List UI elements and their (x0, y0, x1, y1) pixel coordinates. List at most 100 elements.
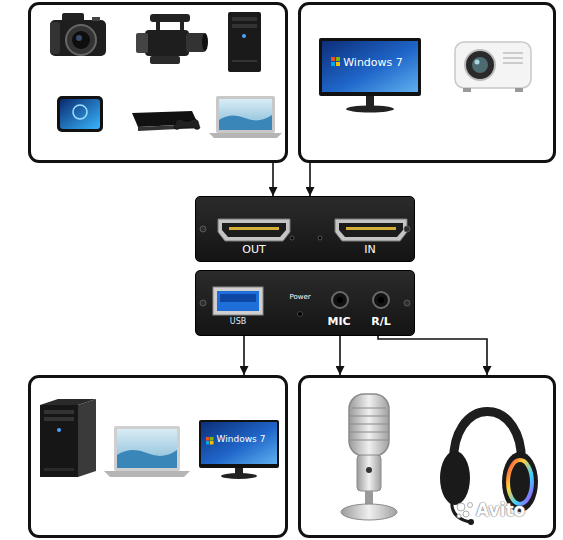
usb-port-part (220, 294, 256, 302)
laptop-part (117, 429, 177, 468)
monitor (199, 420, 279, 479)
dslr-camera-part (50, 22, 60, 54)
signal-arrow (243, 336, 245, 375)
smartphone-part (60, 99, 100, 129)
projector-part (455, 42, 531, 88)
game-console-part (174, 119, 200, 130)
port-label: R/L (371, 316, 391, 328)
headset-part (440, 451, 470, 505)
pc-tower (228, 12, 261, 72)
port-label: MIC (327, 316, 350, 328)
port-label: USB (230, 318, 246, 327)
microphone-part (350, 416, 388, 417)
power-led-part (298, 312, 303, 317)
smartphone-part (57, 96, 103, 132)
source-panel (28, 2, 288, 163)
pc-tower-part (78, 399, 96, 477)
monitor-part (201, 422, 277, 464)
usb-port-part (213, 287, 263, 315)
pc-tower-part (44, 468, 74, 471)
laptop-part (216, 96, 275, 133)
hdmi-port-part (229, 227, 279, 230)
projector-part (472, 57, 488, 73)
dslr-camera-part (66, 25, 96, 55)
projector-part (463, 88, 471, 92)
projector-part (503, 57, 523, 59)
watermark: Avito (476, 500, 525, 520)
watermark-logo-part (463, 511, 469, 517)
dslr-camera-part (72, 31, 90, 49)
laptop-part (219, 99, 272, 130)
hdmi-port-part (222, 223, 286, 237)
monitor-part (319, 38, 421, 96)
projector-part (503, 52, 523, 54)
monitor-part (206, 441, 210, 445)
port-label: OUT (242, 244, 265, 256)
camcorder-part (150, 56, 180, 64)
microphone-part (341, 504, 397, 520)
display-panel: Windows 7 (298, 2, 556, 163)
projector-part (503, 62, 523, 64)
game-console (132, 111, 200, 131)
dslr-camera (50, 13, 106, 56)
monitor-part (346, 106, 394, 113)
indicator-hole-part (318, 236, 322, 240)
smartphone-part (73, 105, 87, 119)
camcorder-part (136, 33, 148, 53)
monitor-part (210, 441, 214, 445)
audio-jack-part (373, 292, 389, 308)
microphone-part (349, 394, 389, 456)
hdmi-port-part (339, 223, 403, 237)
headset (440, 412, 538, 526)
monitor-part (210, 437, 214, 441)
monitor-part (331, 57, 335, 61)
monitor-part (331, 62, 335, 66)
monitor-part (366, 96, 374, 107)
screw-part (200, 300, 206, 306)
signal-arrow (339, 336, 341, 375)
indicator-hole-part (290, 236, 294, 240)
microphone-part (352, 408, 386, 409)
projector-part (475, 60, 480, 65)
watermark-logo-part (457, 503, 465, 511)
microphone-part (350, 440, 388, 441)
monitor-part (322, 41, 418, 92)
pc-tower-part (228, 12, 261, 72)
pc-tower-part (57, 428, 61, 432)
pc-tower-part (232, 60, 257, 62)
pc-tower-part (232, 24, 257, 28)
pc-tower-part (44, 417, 74, 421)
port-label: IN (364, 244, 375, 256)
computer-panel: Windows 7 (28, 375, 288, 538)
monitor-part (199, 420, 279, 468)
screw-part (200, 226, 206, 232)
dslr-camera-part (50, 20, 106, 56)
screw-part (404, 226, 410, 232)
microphone-part (366, 467, 372, 473)
pc-tower (40, 399, 96, 477)
screw-part (404, 300, 410, 306)
headset-part (452, 500, 470, 522)
dslr-camera-part (92, 17, 100, 21)
indicator-hole (290, 236, 322, 240)
watermark-logo (457, 503, 473, 519)
microphone-part (350, 432, 388, 433)
hdmi-port-part (335, 219, 407, 241)
projector (455, 42, 531, 92)
monitor-part (336, 57, 340, 61)
pc-tower-part (232, 17, 257, 21)
projector-part (515, 88, 523, 92)
led-label: Power (289, 294, 310, 302)
laptop (209, 96, 282, 138)
camcorder-part (145, 30, 189, 56)
signal-arrow (378, 336, 487, 375)
hdmi-port-part (346, 227, 396, 230)
screen-text: Windows 7 (217, 435, 266, 445)
pc-tower-part (40, 405, 78, 477)
microphone (341, 394, 397, 520)
usb-port-part (217, 291, 259, 311)
